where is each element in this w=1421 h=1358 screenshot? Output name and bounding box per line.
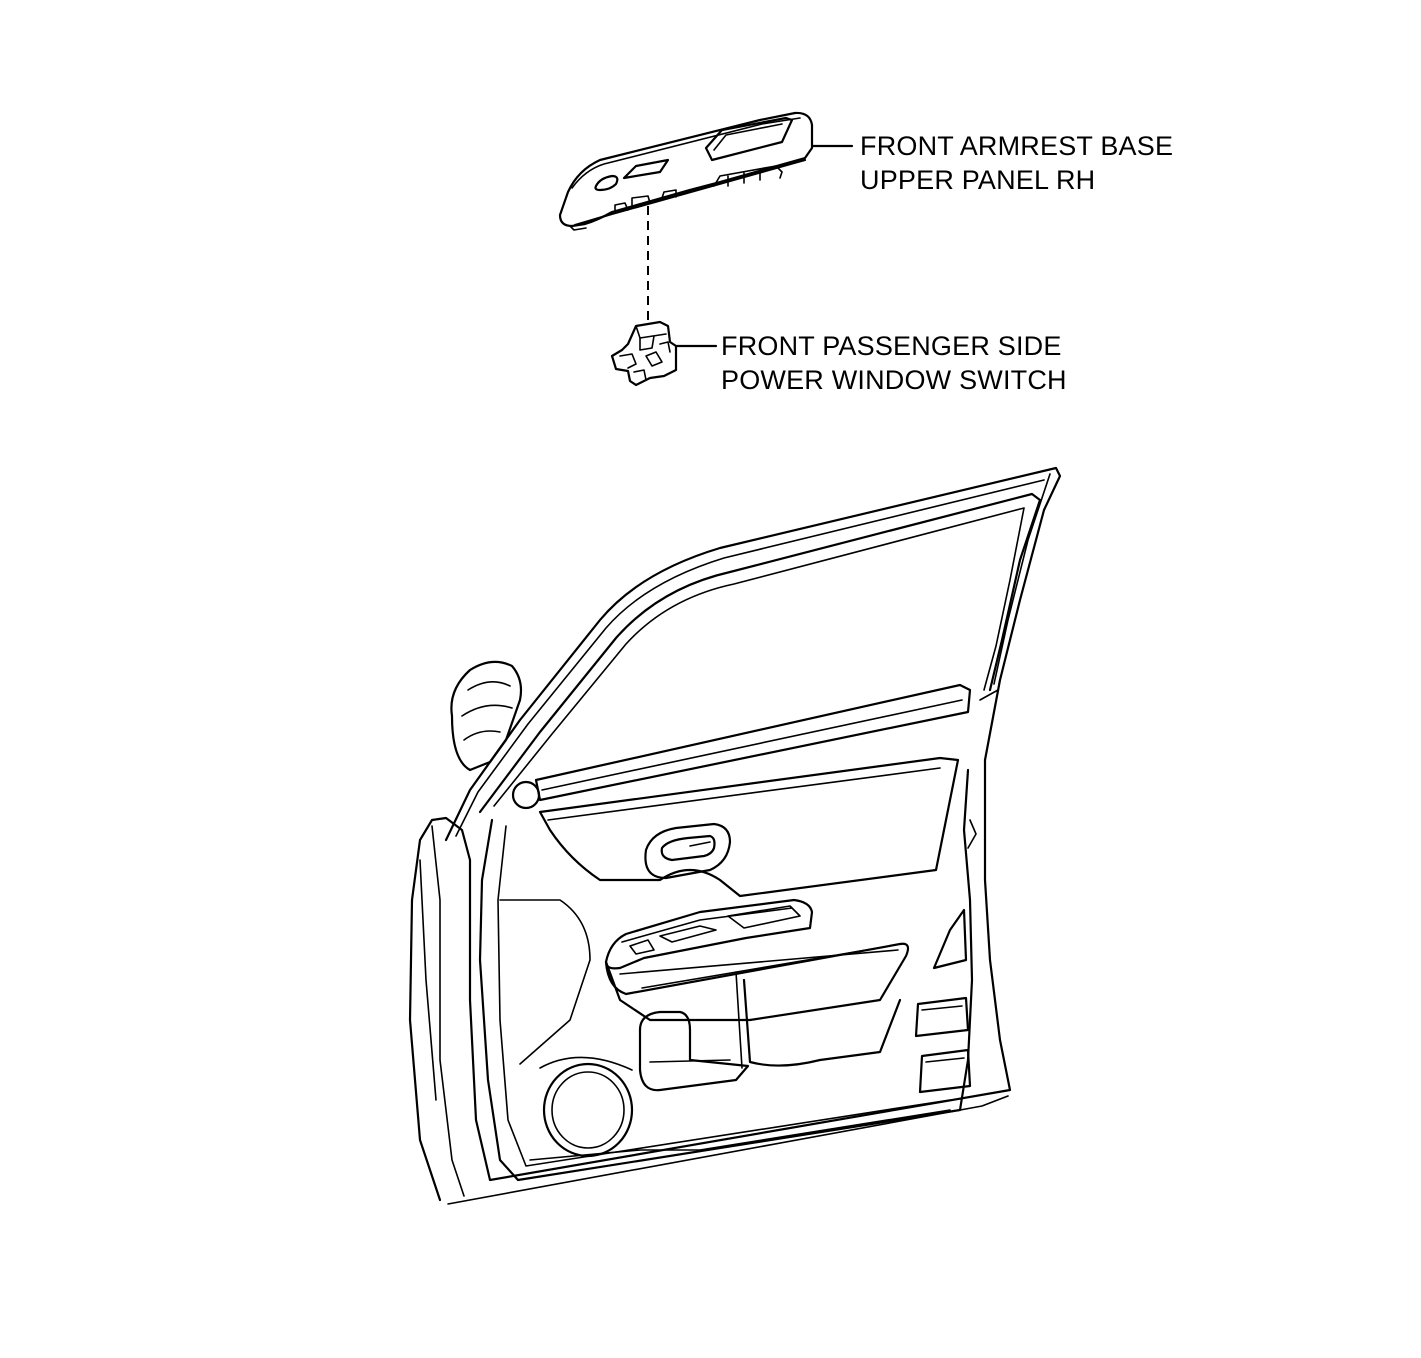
switch-label-line-1: FRONT PASSENGER SIDE — [721, 331, 1062, 361]
armrest-base-upper-panel-label: FRONT ARMREST BASE UPPER PANEL RH — [860, 129, 1173, 197]
front-door-assembly — [408, 466, 1062, 1205]
power-window-switch-label: FRONT PASSENGER SIDE POWER WINDOW SWITCH — [721, 329, 1067, 397]
armrest-label-line-2: UPPER PANEL RH — [860, 165, 1096, 195]
power-window-switch — [610, 320, 678, 387]
armrest-label-line-1: FRONT ARMREST BASE — [860, 131, 1174, 161]
armrest-base-upper-panel — [558, 111, 814, 231]
switch-label-line-2: POWER WINDOW SWITCH — [721, 365, 1067, 395]
